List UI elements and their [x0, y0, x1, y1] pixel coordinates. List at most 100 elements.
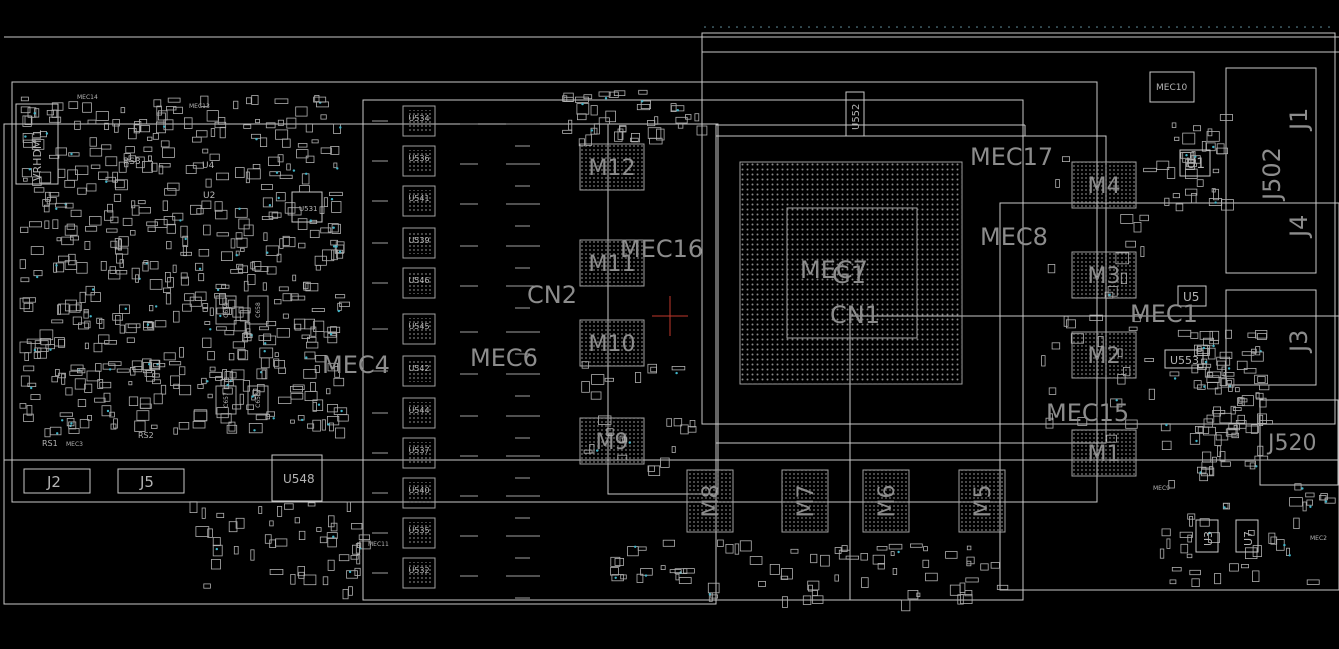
- smd-part: [298, 530, 306, 540]
- via: [309, 219, 312, 222]
- smd-part: [562, 95, 568, 102]
- smd-part: [277, 119, 284, 126]
- smd-part: [64, 179, 75, 188]
- smd-part: [1201, 461, 1214, 470]
- smd-part: [74, 120, 81, 130]
- regulator-u539: U539: [372, 227, 540, 269]
- smd-part: [892, 568, 898, 575]
- smd-part: [283, 503, 294, 510]
- smd-part: [314, 95, 320, 103]
- smd-part: [1213, 406, 1221, 417]
- memory-chip-m6: M6: [862, 469, 910, 533]
- smd-part: [1241, 351, 1255, 356]
- vrm-regulators: U534U536U541U539U546U545U542U544U537U540…: [372, 105, 540, 599]
- smd-part: [696, 125, 708, 136]
- smd-part: [326, 532, 338, 539]
- smd-part: [239, 310, 250, 322]
- smd-part: [262, 197, 273, 208]
- smd-part: [1219, 412, 1232, 424]
- smd-part: [1117, 348, 1123, 358]
- smd-part: [568, 119, 573, 131]
- smd-part: [103, 392, 111, 402]
- smd-part: [209, 366, 216, 372]
- memory-chip-m5: M5: [958, 469, 1006, 533]
- smd-part: [309, 229, 320, 239]
- label-u5: U5: [1183, 290, 1199, 304]
- via: [1227, 367, 1231, 370]
- smd-part: [295, 106, 308, 117]
- smd-part: [201, 377, 207, 385]
- smd-part: [296, 149, 309, 159]
- edge-marker: [1248, 26, 1250, 28]
- smd-part: [1185, 168, 1198, 179]
- smd-part: [119, 259, 124, 268]
- smd-part: [235, 167, 245, 179]
- smd-part: [243, 280, 249, 292]
- via: [24, 135, 27, 138]
- edge-marker: [1200, 26, 1202, 28]
- regulator-u537: U537: [372, 437, 540, 479]
- smd-part: [102, 363, 116, 370]
- smd-part: [134, 420, 146, 432]
- smd-part: [269, 520, 274, 527]
- smd-part: [125, 146, 135, 154]
- edge-marker: [1208, 26, 1210, 28]
- smd-part: [304, 351, 316, 360]
- smd-part: [264, 534, 272, 544]
- via: [1108, 293, 1111, 297]
- cursor-crosshair[interactable]: [652, 296, 688, 336]
- smd-part: [590, 391, 602, 400]
- smd-part: [215, 376, 223, 381]
- smd-part: [278, 367, 286, 374]
- smd-part: [58, 372, 66, 379]
- smd-part: [1214, 434, 1222, 446]
- smd-part: [163, 352, 176, 361]
- smd-part: [1171, 567, 1182, 572]
- smd-part: [116, 368, 130, 373]
- smd-part: [163, 216, 176, 226]
- smd-part: [70, 209, 82, 217]
- smd-part: [1125, 240, 1137, 248]
- smd-part: [583, 449, 593, 454]
- smd-part: [157, 110, 168, 121]
- smd-part: [314, 255, 327, 266]
- smd-part: [275, 192, 286, 202]
- smd-part: [146, 136, 153, 141]
- smd-part: [49, 116, 62, 123]
- smd-part: [235, 232, 243, 240]
- smd-part: [631, 132, 641, 143]
- smd-part: [916, 592, 921, 597]
- label-mec2: MEC2: [1310, 535, 1327, 542]
- edge-marker: [952, 26, 954, 28]
- smd-part: [660, 565, 666, 570]
- smd-part: [179, 384, 192, 396]
- smd-part: [162, 200, 169, 211]
- smd-part: [945, 551, 958, 559]
- smd-part: [834, 574, 840, 582]
- smd-part: [212, 537, 221, 547]
- smd-part: [1166, 538, 1171, 549]
- regulator-label: U537: [408, 446, 429, 455]
- smd-part: [820, 554, 830, 567]
- smd-part: [640, 100, 652, 109]
- smd-part: [1225, 428, 1238, 437]
- smd-part: [269, 539, 277, 549]
- via: [1309, 505, 1312, 508]
- smd-part: [1117, 374, 1126, 385]
- smd-part: [215, 283, 227, 289]
- smd-part: [33, 269, 43, 277]
- smd-part: [39, 329, 54, 341]
- edge-marker: [1096, 26, 1098, 28]
- smd-part: [159, 162, 171, 168]
- smd-part: [841, 545, 848, 552]
- smd-part: [1190, 332, 1199, 339]
- smd-part: [1259, 397, 1267, 408]
- smd-part: [636, 573, 644, 583]
- smd-part: [334, 427, 346, 439]
- smd-part: [112, 119, 120, 127]
- smd-part: [1198, 363, 1212, 368]
- smd-part: [1051, 342, 1061, 350]
- edge-marker: [1032, 26, 1034, 28]
